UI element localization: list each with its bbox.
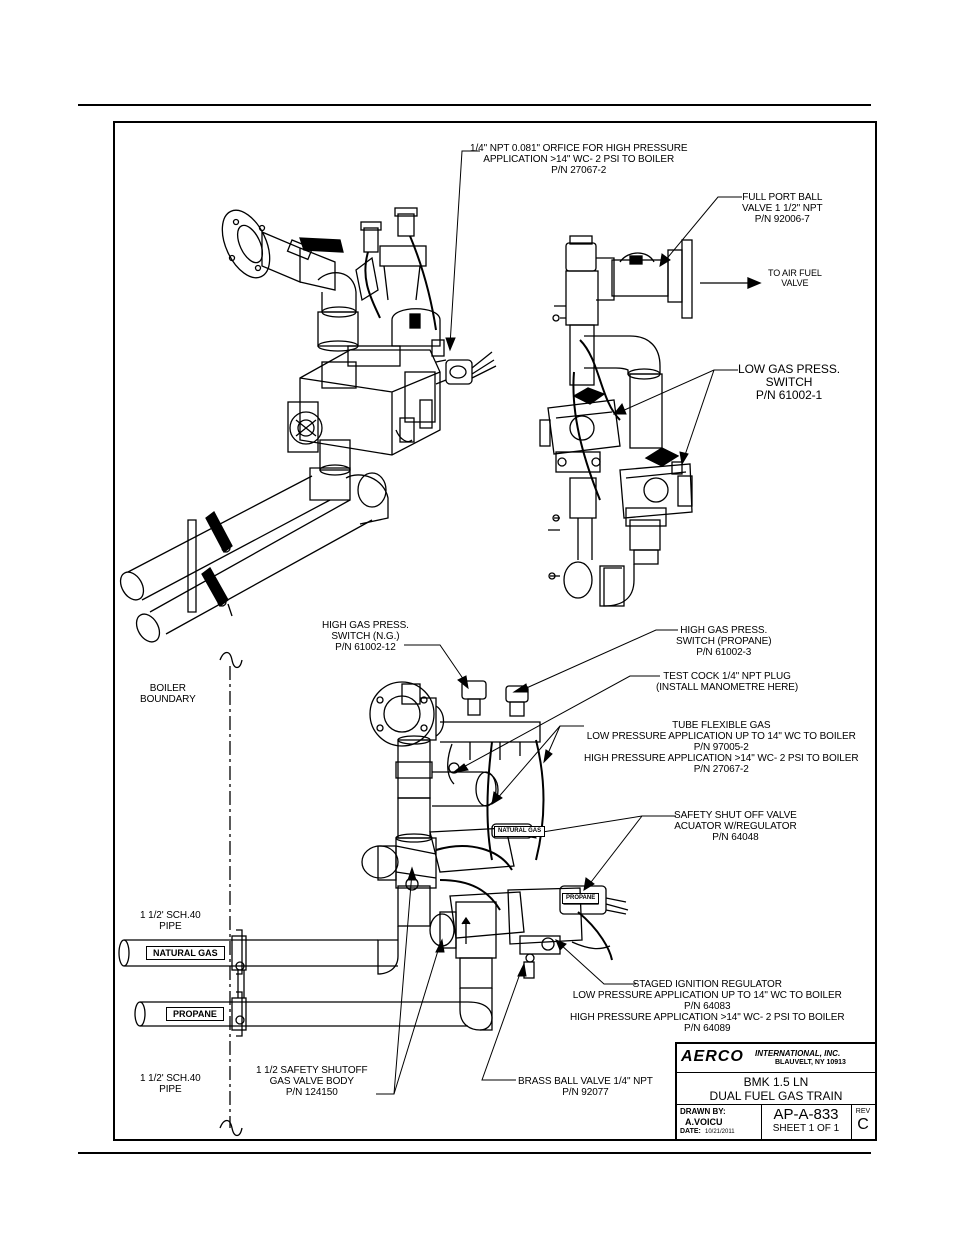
label-tube-flexible-line5: P/N 27067-2 <box>693 764 749 775</box>
label-safety-actuator-line1: SAFETY SHUT OFF VALVE <box>674 810 797 821</box>
label-pipe-bottom-line1: 1 1/2' SCH.40 <box>140 1073 201 1084</box>
label-orifice: 1/4" NPT 0.081" ORFICE FOR HIGH PRESSURE… <box>470 143 688 176</box>
label-high-gas-propane-line1: HIGH GAS PRESS. <box>680 625 768 636</box>
drawing-title-line1: BMK 1.5 LN <box>743 1075 809 1089</box>
label-high-gas-propane: HIGH GAS PRESS. SWITCH (PROPANE) P/N 610… <box>676 625 772 658</box>
drawing-frame <box>113 121 877 1141</box>
label-safety-shutoff-actuator: SAFETY SHUT OFF VALVE ACUATOR W/REGULATO… <box>674 810 797 843</box>
header-rule <box>78 104 871 106</box>
company-address: BLAUVELT, NY 10913 <box>775 1059 846 1066</box>
label-tube-flexible-line4: HIGH PRESSURE APPLICATION >14" WC- 2 PSI… <box>584 753 859 764</box>
label-safety-shutoff-body: 1 1/2 SAFETY SHUTOFF GAS VALVE BODY P/N … <box>256 1065 368 1098</box>
label-staged-ignition-line1: STAGED IGNITION REGULATOR <box>632 979 782 990</box>
label-test-cock-line1: TEST COCK 1/4" NPT PLUG <box>663 671 791 682</box>
label-test-cock-line2: (INSTALL MANOMETRE HERE) <box>656 682 799 693</box>
label-boiler-boundary-line2: BOUNDARY <box>140 694 196 705</box>
label-orifice-line1: 1/4" NPT 0.081" ORFICE FOR HIGH PRESSURE <box>470 143 688 154</box>
rev-value: C <box>857 1116 869 1133</box>
date-value: 10/21/2011 <box>705 1129 735 1135</box>
label-staged-ignition-line3: P/N 64083 <box>684 1001 731 1012</box>
label-staged-ignition: STAGED IGNITION REGULATOR LOW PRESSURE A… <box>570 979 845 1034</box>
footer-rule <box>78 1152 871 1154</box>
label-staged-ignition-line4: HIGH PRESSURE APPLICATION >14" WC- 2 PSI… <box>570 1012 845 1023</box>
label-safety-body-line2: GAS VALVE BODY <box>269 1076 354 1087</box>
label-high-gas-ng-line1: HIGH GAS PRESS. <box>322 620 409 631</box>
label-low-gas-line2: SWITCH <box>765 375 813 389</box>
label-orifice-line2: APPLICATION >14" WC- 2 PSI TO BOILER <box>483 154 675 165</box>
title-block-title-row: BMK 1.5 LN DUAL FUEL GAS TRAIN <box>677 1072 875 1105</box>
title-block-drawing-cell: AP-A-833 SHEET 1 OF 1 <box>761 1104 852 1139</box>
label-air-fuel-line1: TO AIR FUEL <box>768 268 822 278</box>
rev-label: REV <box>855 1108 871 1115</box>
main-assembly <box>118 680 629 1037</box>
label-safety-actuator-line3: P/N 64048 <box>712 832 759 843</box>
tag-propane-small: PROPANE <box>562 893 600 904</box>
label-high-gas-ng-line3: P/N 61002-12 <box>335 642 396 653</box>
label-tube-flexible-line1: TUBE FLEXIBLE GAS <box>672 720 771 731</box>
label-boiler-boundary: BOILER BOUNDARY <box>140 683 196 705</box>
drawn-by-label: DRAWN BY: <box>680 1107 726 1116</box>
label-tube-flexible-line3: P/N 97005-2 <box>693 742 749 753</box>
tag-natural-gas: NATURAL GAS <box>146 946 225 960</box>
label-tube-flexible-line2: LOW PRESSURE APPLICATION UP TO 14" WC TO… <box>586 731 856 742</box>
label-high-gas-ng: HIGH GAS PRESS. SWITCH (N.G.) P/N 61002-… <box>322 620 409 653</box>
title-block: AERCO INTERNATIONAL, INC. BLAUVELT, NY 1… <box>675 1042 877 1141</box>
side-view-assembly <box>539 235 762 607</box>
label-staged-ignition-line5: P/N 64089 <box>684 1023 731 1034</box>
label-pipe-top-line1: 1 1/2' SCH.40 <box>140 910 201 921</box>
drawn-by-value: A.VOICU <box>685 1117 723 1127</box>
label-pipe-bottom: 1 1/2' SCH.40 PIPE <box>140 1073 201 1095</box>
label-safety-body-line1: 1 1/2 SAFETY SHUTOFF <box>256 1065 368 1076</box>
label-low-gas: LOW GAS PRESS. SWITCH P/N 61002-1 <box>738 363 840 402</box>
boiler-boundary-line <box>219 651 243 1137</box>
label-safety-actuator-line2: ACUATOR W/REGULATOR <box>674 821 797 832</box>
label-air-fuel: TO AIR FUEL VALVE <box>768 268 822 288</box>
isometric-assembly <box>119 207 497 643</box>
label-high-gas-propane-line2: SWITCH (PROPANE) <box>676 636 772 647</box>
tag-natural-gas-small: NATURAL GAS <box>494 826 546 837</box>
label-high-gas-propane-line3: P/N 61002-3 <box>696 647 752 658</box>
label-test-cock: TEST COCK 1/4" NPT PLUG (INSTALL MANOMET… <box>656 671 798 693</box>
label-air-fuel-line2: VALVE <box>781 278 809 288</box>
label-pipe-top: 1 1/2' SCH.40 PIPE <box>140 910 201 932</box>
label-ball-valve-line1: FULL PORT BALL <box>742 192 823 203</box>
company-full-name: INTERNATIONAL, INC. <box>755 1049 841 1058</box>
label-high-gas-ng-line2: SWITCH (N.G.) <box>331 631 400 642</box>
company-logo-text: AERCO <box>681 1048 744 1065</box>
label-pipe-top-line2: PIPE <box>159 921 182 932</box>
label-tube-flexible: TUBE FLEXIBLE GAS LOW PRESSURE APPLICATI… <box>584 720 859 775</box>
date-label: DATE: <box>680 1128 701 1135</box>
label-low-gas-line1: LOW GAS PRESS. <box>738 362 840 376</box>
label-brass-ball-valve: BRASS BALL VALVE 1/4" NPT P/N 92077 <box>518 1076 653 1098</box>
drawing-title-line2: DUAL FUEL GAS TRAIN <box>709 1089 843 1103</box>
label-ball-valve: FULL PORT BALL VALVE 1 1/2" NPT P/N 9200… <box>742 192 823 225</box>
label-ball-valve-line2: VALVE 1 1/2" NPT <box>742 203 823 214</box>
sheet-number: SHEET 1 OF 1 <box>772 1123 840 1134</box>
title-block-rev-cell: REV C <box>851 1104 875 1139</box>
title-block-company-row: AERCO INTERNATIONAL, INC. BLAUVELT, NY 1… <box>677 1044 875 1073</box>
label-orifice-line3: P/N 27067-2 <box>551 165 607 176</box>
label-staged-ignition-line2: LOW PRESSURE APPLICATION UP TO 14" WC TO… <box>572 990 842 1001</box>
title-block-drawn-cell: DRAWN BY: A.VOICU DATE: 10/21/2011 <box>677 1104 762 1139</box>
leader-lines <box>376 150 742 1095</box>
label-safety-body-line3: P/N 124150 <box>285 1087 338 1098</box>
tag-propane: PROPANE <box>166 1007 224 1021</box>
label-brass-ball-line1: BRASS BALL VALVE 1/4" NPT <box>518 1076 653 1087</box>
label-ball-valve-line3: P/N 92006-7 <box>754 214 810 225</box>
label-brass-ball-line2: P/N 92077 <box>562 1087 609 1098</box>
label-boiler-boundary-line1: BOILER <box>149 683 186 694</box>
label-low-gas-line3: P/N 61002-1 <box>755 388 823 402</box>
label-pipe-bottom-line2: PIPE <box>159 1084 182 1095</box>
drawing-number: AP-A-833 <box>773 1106 839 1123</box>
